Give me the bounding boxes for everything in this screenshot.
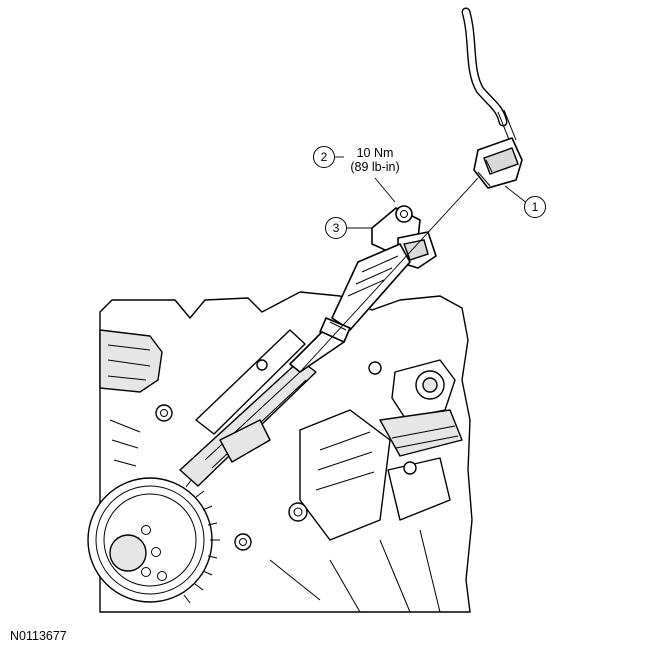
torque-spec-metric: 10 Nm [357, 146, 394, 160]
torque-spec-imperial: (89 lb-in) [350, 160, 399, 174]
wiring-harness [461, 7, 517, 143]
callout-2: 2 [313, 146, 396, 203]
figure-id: N0113677 [10, 629, 67, 643]
timing-gear [87, 477, 213, 603]
callout-2-number: 2 [321, 150, 328, 164]
tensioner-boss [391, 359, 456, 419]
engine-block-illustration [87, 291, 473, 613]
position-sensor [289, 205, 437, 373]
installation-axis-line [299, 177, 479, 373]
callout-1: 1 [504, 185, 546, 218]
callout-3: 3 [325, 217, 372, 239]
callout-3-number: 3 [333, 221, 340, 235]
callout-1-number: 1 [532, 200, 539, 214]
bolt-heads [155, 359, 417, 551]
sensor-connector [473, 137, 523, 189]
torque-spec: 10 Nm (89 lb-in) [350, 146, 399, 174]
